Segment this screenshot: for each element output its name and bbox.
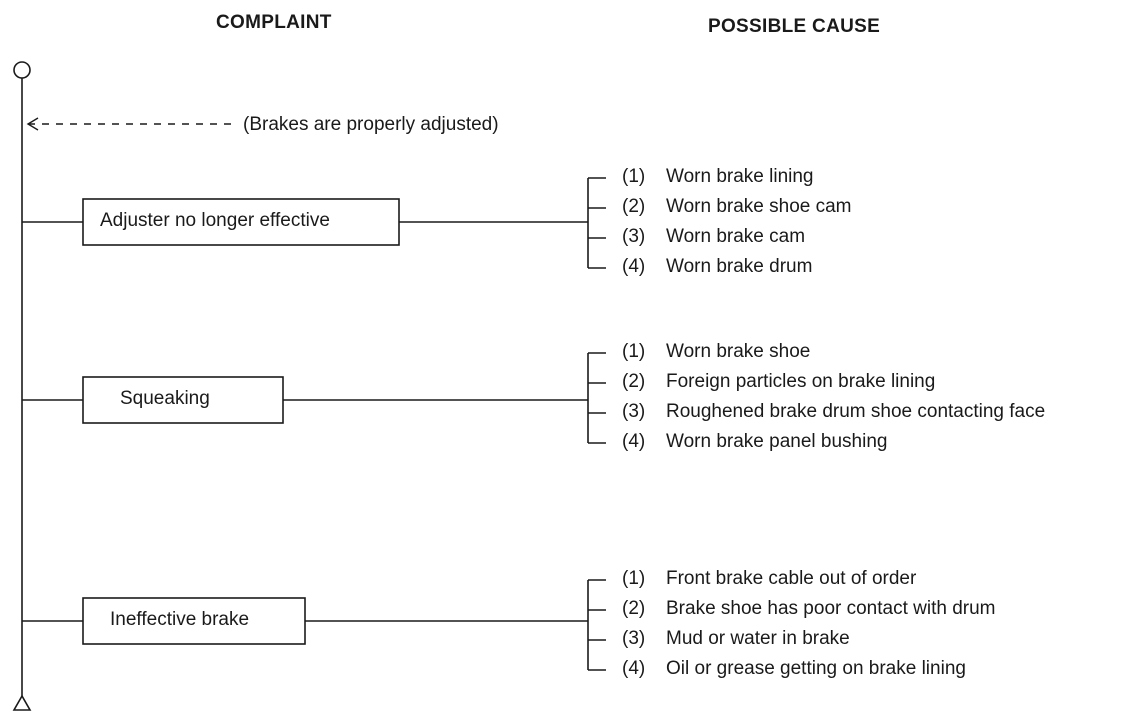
complaint-label: Squeaking bbox=[120, 388, 210, 409]
possible-cause-header: POSSIBLE CAUSE bbox=[708, 16, 881, 37]
cause-text: Worn brake shoe cam bbox=[666, 196, 852, 217]
cause-item: (4) Worn brake drum bbox=[622, 256, 812, 278]
cause-text: Worn brake drum bbox=[666, 256, 813, 277]
cause-number: (3) bbox=[622, 628, 646, 649]
complaint-label: Adjuster no longer effective bbox=[100, 210, 330, 231]
cause-item: (1) Worn brake lining bbox=[622, 166, 814, 188]
cause-item: (4) Oil or grease getting on brake lining bbox=[622, 658, 966, 680]
complaint-header: COMPLAINT bbox=[216, 12, 332, 33]
cause-text: Roughened brake drum shoe contacting fac… bbox=[666, 401, 1046, 422]
cause-item: (3) Mud or water in brake bbox=[622, 628, 850, 650]
cause-item: (3) Roughened brake drum shoe contacting … bbox=[622, 401, 1045, 423]
complaint-label: Ineffective brake bbox=[110, 609, 250, 630]
end-node-icon bbox=[12, 694, 32, 711]
cause-number: (1) bbox=[622, 166, 646, 187]
adjustment-note: (Brakes are properly adjusted) bbox=[243, 114, 499, 135]
cause-text: Foreign particles on brake lining bbox=[666, 371, 936, 392]
cause-item: (2) Brake shoe has poor contact with drum bbox=[622, 598, 996, 620]
cause-number: (1) bbox=[622, 568, 646, 589]
cause-item: (4) Worn brake panel bushing bbox=[622, 431, 887, 453]
cause-item: (3) Worn brake cam bbox=[622, 226, 805, 248]
cause-text: Brake shoe has poor contact with drum bbox=[666, 598, 996, 619]
cause-item: (2) Worn brake shoe cam bbox=[622, 196, 852, 218]
cause-number: (2) bbox=[622, 371, 646, 392]
cause-text: Worn brake cam bbox=[666, 226, 806, 247]
cause-number: (4) bbox=[622, 658, 646, 679]
cause-item: (1) Front brake cable out of order bbox=[622, 568, 916, 590]
cause-number: (2) bbox=[622, 598, 646, 619]
cause-item: (1) Worn brake shoe bbox=[622, 341, 810, 363]
cause-number: (4) bbox=[622, 431, 646, 452]
cause-number: (3) bbox=[622, 226, 646, 247]
start-node-icon bbox=[13, 61, 31, 79]
note-arrow-icon bbox=[26, 117, 39, 131]
cause-number: (3) bbox=[622, 401, 646, 422]
cause-item: (2) Foreign particles on brake lining bbox=[622, 371, 935, 393]
cause-number: (1) bbox=[622, 341, 646, 362]
cause-text: Mud or water in brake bbox=[666, 628, 850, 649]
cause-text: Worn brake shoe bbox=[666, 341, 811, 362]
cause-text: Worn brake panel bushing bbox=[666, 431, 888, 452]
cause-text: Worn brake lining bbox=[666, 166, 814, 187]
cause-number: (4) bbox=[622, 256, 646, 277]
cause-text: Front brake cable out of order bbox=[666, 568, 917, 589]
cause-number: (2) bbox=[622, 196, 646, 217]
cause-text: Oil or grease getting on brake lining bbox=[666, 658, 966, 679]
